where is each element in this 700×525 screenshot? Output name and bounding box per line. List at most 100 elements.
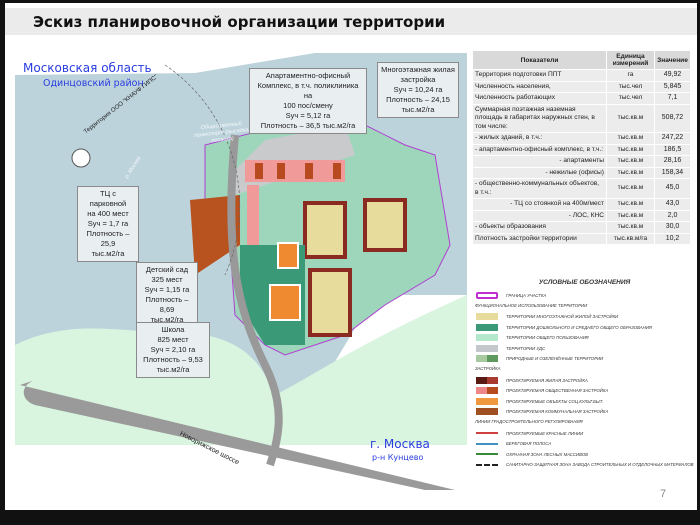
slide: Эскиз планировочной организации территор… xyxy=(5,3,697,510)
legend-item: Проектируемые красные линии xyxy=(472,428,697,439)
legend-section: Застройка xyxy=(475,366,501,372)
row-label: - общественно-коммунальных объектов, в т… xyxy=(472,178,607,199)
legend-color-swatch xyxy=(476,355,498,363)
row-label: Численность населения, xyxy=(472,80,607,93)
legend-color-swatch xyxy=(476,387,498,395)
row-unit: тыс.чел xyxy=(606,80,655,93)
row-unit: тыс.кв.м xyxy=(606,132,655,145)
legend-item: Проектируемые объекты соц.культ.быт. xyxy=(472,396,697,407)
row-label: Численность работающих xyxy=(472,92,607,105)
legend-item: Территории дошкольного и среднего общего… xyxy=(472,322,697,333)
row-label: - объекты образования xyxy=(472,221,607,234)
legend-label: Охранная зона лесных массивов xyxy=(506,451,589,457)
legend-label: Территории УДС xyxy=(506,345,546,351)
legend-label: Территории дошкольного и среднего общего… xyxy=(506,324,652,330)
row-value: 247,22 xyxy=(654,132,691,145)
row-unit: тыс.кв.м xyxy=(606,178,655,199)
legend-color-swatch xyxy=(476,408,498,416)
row-unit: тыс.кв.м xyxy=(606,221,655,234)
legend-label: Территории многоэтажной жилой застройки xyxy=(506,313,619,319)
legend-color-swatch xyxy=(476,334,498,342)
table-row: Суммарная поэтажная наземная площадь в г… xyxy=(472,103,691,133)
legend-label: Проектируемая коммунальная застройка xyxy=(506,409,609,415)
region-moscow: г. Москва xyxy=(370,437,430,451)
legend-item: Проектируемая коммунальная застройка xyxy=(472,407,697,418)
page-title: Эскиз планировочной организации территор… xyxy=(33,13,446,31)
row-value: 10,2 xyxy=(654,232,691,245)
row-unit: тыс.кв.м xyxy=(606,209,655,222)
row-value: 508,72 xyxy=(654,103,691,133)
row-label: Территория подготовки ППТ xyxy=(472,69,607,82)
legend-item: Проектируемая общественная застройка xyxy=(472,385,697,396)
legend-color-swatch xyxy=(476,323,498,331)
header-indicator: Показатели xyxy=(472,50,607,70)
legend-item: Территории многоэтажной жилой застройки xyxy=(472,311,697,322)
row-value: 158,34 xyxy=(654,166,691,179)
header-value: Значение xyxy=(654,50,691,70)
legend-label: Проектируемые красные линии xyxy=(506,430,584,436)
legend-label: Проектируемая жилая застройка xyxy=(506,377,588,383)
legend-section: Линии градостроительного регулирования xyxy=(475,419,583,425)
row-unit: тыс.чел xyxy=(606,92,655,105)
row-value: 30,0 xyxy=(654,221,691,234)
row-value: 7,1 xyxy=(654,92,691,105)
row-label: - жилых зданий, в т.ч.: xyxy=(472,132,607,145)
legend-item: Территории общего пользования xyxy=(472,332,697,343)
green-area xyxy=(15,295,467,445)
legend-label: Территории общего пользования xyxy=(506,335,589,341)
row-value: 186,5 xyxy=(654,143,691,156)
page-number: 7 xyxy=(660,488,667,500)
table-row: - общественно-коммунальных объектов, в т… xyxy=(472,178,691,199)
legend-line-swatch xyxy=(476,432,498,435)
row-label: - ЛОС, КНС xyxy=(472,209,607,222)
legend-title: Условные обозначения xyxy=(538,279,631,286)
legend-color-swatch xyxy=(476,397,498,405)
row-unit: тыс.кв.м xyxy=(606,103,655,133)
row-label: - апартаментно-офисный комплекс, в т.ч.: xyxy=(472,143,607,156)
legend-item: Территории УДС xyxy=(472,343,697,354)
legend-color-swatch xyxy=(476,376,498,384)
header-unit: Единица измерений xyxy=(606,50,655,70)
legend-section: Функциональное использование территории xyxy=(475,302,588,308)
legend-item: Природные и озеленённые территории xyxy=(472,354,697,365)
row-label: Суммарная поэтажная наземная площадь в г… xyxy=(472,103,607,133)
indicators-table: Показатели Единица измерений Значение Те… xyxy=(472,50,691,245)
map-drawing xyxy=(15,45,467,490)
legend-label: Проектируемые объекты соц.культ.быт. xyxy=(506,398,604,404)
legend-label: Граница участка xyxy=(506,292,547,298)
legend-color-swatch xyxy=(476,312,498,320)
legend-item: Граница участка xyxy=(472,290,697,301)
legend-item: Береговая полоса xyxy=(472,438,697,449)
legend-item: Охранная зона лесных массивов xyxy=(472,449,697,460)
row-unit: тыс.кв.м/га xyxy=(606,232,655,245)
row-value: 45,0 xyxy=(654,178,691,199)
legend-color-swatch xyxy=(476,344,498,352)
row-unit: тыс.кв.м xyxy=(606,143,655,156)
region-moscow-oblast: Московская область xyxy=(23,61,152,75)
row-unit: тыс.кв.м xyxy=(606,198,655,211)
row-label: - ТЦ со стоянкой на 400м/мест xyxy=(472,198,607,211)
row-label: - нежилые (офисы) xyxy=(472,166,607,179)
legend-label: Природные и озеленённые территории xyxy=(506,356,604,362)
legend-line-swatch xyxy=(476,463,498,466)
legend-boundary-swatch xyxy=(476,291,498,299)
row-label: Плотность застройки территории xyxy=(472,232,607,245)
table-row: - апартаментно-офисный комплекс, в т.ч.:… xyxy=(472,143,691,156)
site-plan-map: Московская область Одинцовский район г. … xyxy=(15,45,467,490)
row-unit: тыс.кв.м xyxy=(606,166,655,179)
legend-item: Санитарно-защитная зона завода строитель… xyxy=(472,460,697,471)
legend-label: Проектируемая общественная застройка xyxy=(506,388,609,394)
row-value: 2,0 xyxy=(654,209,691,222)
